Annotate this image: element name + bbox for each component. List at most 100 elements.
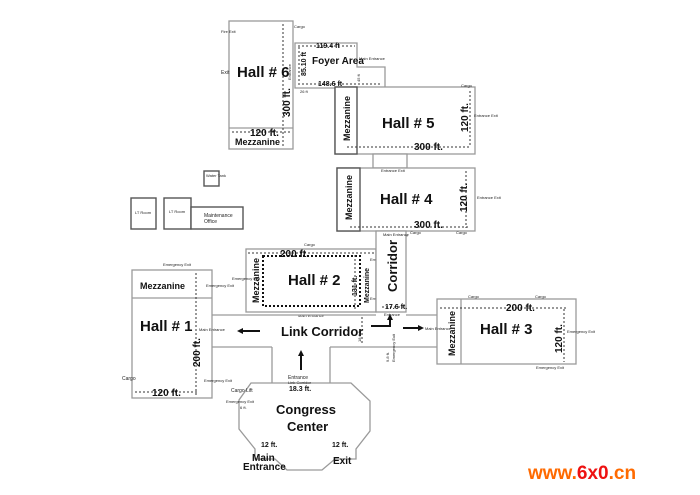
watermark-text: www.6x0.cn bbox=[527, 463, 636, 484]
hall-4-width: 120 ft. bbox=[459, 183, 470, 212]
hall-2-mezzanine-left: Mezzanine bbox=[251, 258, 261, 303]
congress-lift-size: 6 ft. bbox=[240, 405, 247, 410]
lt-room-1-label: LT Room bbox=[135, 210, 152, 215]
hall-4: Hall # 4 Mezzanine 300 ft. 120 ft. Entra… bbox=[336, 167, 502, 238]
link-corridor-label: Link Corridor bbox=[281, 324, 363, 339]
foyer-main-entrance[interactable]: Main Entrance bbox=[359, 56, 386, 61]
foyer-outline bbox=[294, 42, 386, 89]
hall-5-side-door[interactable]: Entrance Exit bbox=[474, 113, 499, 118]
hall-6-width: 120 ft. bbox=[250, 128, 279, 139]
watermark-prefix: www. bbox=[527, 463, 577, 484]
congress-center-outline bbox=[238, 382, 371, 471]
foyer-top-width: 119.4 ft bbox=[316, 43, 340, 50]
hall-1-label: Hall # 1 bbox=[140, 318, 193, 335]
watermark-brand: 6x0 bbox=[577, 463, 609, 484]
maintenance-label-2: Office bbox=[204, 219, 217, 225]
lt-room-1 bbox=[130, 197, 157, 230]
hall-5: Hall # 5 Mezzanine 300 ft. 120 ft. Cargo… bbox=[334, 83, 499, 158]
hall-4-cargo-2[interactable]: Cargo bbox=[456, 230, 468, 235]
hall-5-cargo[interactable]: Cargo bbox=[461, 83, 473, 88]
maintenance-label-1: Maintenance bbox=[204, 213, 233, 219]
congress-main-entrance-1[interactable]: Main bbox=[252, 453, 275, 464]
corridor-label: Corridor bbox=[385, 240, 400, 292]
congress-entrance-width: 18.3 ft. bbox=[289, 386, 311, 393]
water-tank-label: Water Tank bbox=[206, 173, 226, 178]
hall-2-mezzanine-right: Mezzanine bbox=[364, 268, 371, 303]
congress-entrance[interactable]: Entrance bbox=[288, 375, 308, 381]
hall-1-width: 120 ft. bbox=[152, 388, 181, 399]
hall-2-emergency-exit-left[interactable]: Emergency Exit bbox=[232, 276, 261, 281]
hall-4-top-door[interactable]: Entrance Exit bbox=[381, 168, 406, 173]
hall-3-main-entrance[interactable]: Main Entrance bbox=[425, 326, 452, 331]
hall-5-label: Hall # 5 bbox=[382, 115, 435, 132]
foyer-side-dim: 45 ft bbox=[356, 73, 361, 82]
outbuildings: Water Tank LT Room LT Room Maintenance O… bbox=[130, 170, 244, 230]
corridor-main-entrance[interactable]: Main Entrance bbox=[383, 232, 410, 237]
hall-6-length: 300 ft. bbox=[282, 88, 293, 117]
foyer-label: Foyer Area bbox=[312, 56, 364, 67]
link-corridor-height: 18.6 ft. bbox=[357, 330, 362, 342]
foyer-bottom-width: 148.6 ft bbox=[318, 81, 343, 88]
hall-5-width: 120 ft. bbox=[460, 103, 471, 132]
hall-1-cargo[interactable]: Cargo bbox=[122, 376, 136, 382]
hall-3-cargo-2[interactable]: Cargo bbox=[535, 294, 547, 299]
hall-1-mezzanine: Mezzanine bbox=[140, 281, 185, 291]
hall-4-label: Hall # 4 bbox=[380, 191, 433, 208]
hall-6-entrance[interactable]: Entrance bbox=[287, 63, 292, 80]
hall-2-width: 131 ft. bbox=[352, 276, 359, 296]
hall-1-length: 200 ft. bbox=[192, 338, 203, 367]
vertical-corridor: Corridor 17.6 ft. Main Entrance Entrance bbox=[375, 230, 410, 317]
congress-exit-width: 12 ft. bbox=[332, 442, 348, 449]
congress-center: Entrance Link Corridor 18.3 ft. Congress… bbox=[226, 375, 371, 473]
watermark-suffix: .cn bbox=[609, 463, 636, 484]
hall-1-emergency-exit-top[interactable]: Emergency Exit bbox=[163, 262, 192, 267]
arrow-left-head bbox=[237, 328, 243, 334]
hall-1-main-entrance[interactable]: Main Entrance bbox=[199, 327, 226, 332]
maintenance-office bbox=[190, 206, 244, 230]
link-corridor-side-dim: 9.8 ft. bbox=[385, 352, 390, 362]
hall-6-fire-exit[interactable]: Fire Exit bbox=[221, 29, 237, 34]
hall-6-exit[interactable]: Exit bbox=[221, 70, 230, 76]
hall-4-length: 300 ft. bbox=[414, 220, 443, 231]
hall-2: Hall # 2 200 ft. 131 ft. Mezzanine Mezza… bbox=[232, 242, 399, 318]
foyer-small-dim: 26 ft bbox=[300, 89, 309, 94]
congress-emergency-exit[interactable]: Emergency Exit bbox=[226, 399, 255, 404]
hall-2-cargo[interactable]: Cargo bbox=[304, 242, 316, 247]
arrow-up-to-corridor bbox=[371, 318, 391, 327]
hall-2-outline bbox=[245, 248, 377, 313]
hall-1-emergency-exit-bottom[interactable]: Emergency Exit bbox=[204, 378, 233, 383]
arrow-up-head bbox=[298, 350, 304, 356]
hall-5-mezzanine-block bbox=[334, 86, 358, 155]
corridor-entrance[interactable]: Entrance bbox=[384, 312, 401, 317]
hall-3-emergency-exit-bottom[interactable]: Emergency Exit bbox=[536, 365, 565, 370]
hall-3-emergency-exit-side[interactable]: Emergency Exit bbox=[567, 329, 596, 334]
hall-1-emergency-exit-right[interactable]: Emergency Exit bbox=[206, 283, 235, 288]
water-tank bbox=[203, 170, 220, 187]
arrow-right-head bbox=[418, 325, 424, 331]
hall-6-mezzanine: Mezzanine bbox=[235, 137, 280, 147]
hall-4-mezzanine: Mezzanine bbox=[344, 175, 354, 220]
congress-exit[interactable]: Exit bbox=[333, 456, 352, 467]
congress-label-2: Center bbox=[287, 419, 328, 434]
congress-label-1: Congress bbox=[276, 402, 336, 417]
hall-4-cargo-1[interactable]: Cargo bbox=[410, 230, 422, 235]
hall-6-cargo[interactable]: Cargo bbox=[294, 24, 306, 29]
hall-1: Mezzanine Hall # 1 200 ft. 120 ft. Emerg… bbox=[122, 262, 235, 399]
hall-4-mezzanine-block bbox=[336, 167, 361, 232]
congress-main-entrance-2[interactable]: Entrance bbox=[243, 462, 286, 473]
hall-6: Hall # 6 300 ft. 120 ft. Mezzanine Exit … bbox=[221, 20, 306, 150]
hall-3-length: 200 ft. bbox=[506, 303, 535, 314]
corridor-width: 17.6 ft. bbox=[385, 304, 407, 311]
congress-cargo-lift[interactable]: Cargo Lift bbox=[231, 388, 253, 394]
foyer-area: 119.4 ft 148.6 ft 85.10 ft Foyer Area Ma… bbox=[294, 42, 386, 94]
hall-3: 200 ft. 120 ft. Hall # 3 Mezzanine Cargo… bbox=[425, 294, 596, 370]
lt-room-2 bbox=[163, 197, 192, 230]
corridor-outline bbox=[375, 230, 407, 313]
hall-2-label: Hall # 2 bbox=[288, 272, 341, 289]
link-corridor-emergency-exit[interactable]: Emergency Exit bbox=[391, 333, 396, 362]
hall-3-cargo-1[interactable]: Cargo bbox=[468, 294, 480, 299]
hall-4-side-door[interactable]: Entrance Exit bbox=[477, 195, 502, 200]
link-corridor: Link Corridor 18.6 ft. 9.8 ft. Emergency… bbox=[212, 314, 437, 383]
connector-hall5-hall4 bbox=[372, 153, 408, 169]
